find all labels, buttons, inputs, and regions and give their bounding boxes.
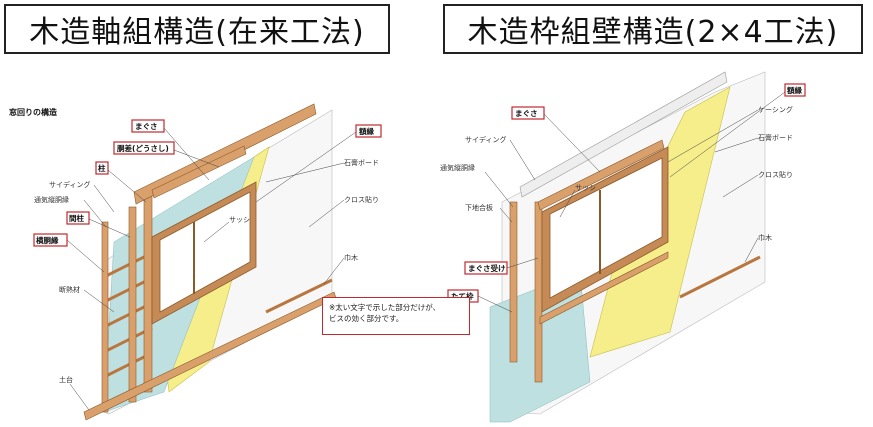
note-line-1: ※太い文字で示した部分だけが、 [329, 303, 441, 312]
label-dounuki: 胴差(どうさし) [116, 143, 169, 153]
label-tatewaku: たて枠 [451, 291, 474, 301]
label-shitaji: 下地合板 [465, 203, 493, 212]
stud-tatewaku-2 [534, 201, 543, 383]
note-box: ※太い文字で示した部分だけが、 ビスの効く部分です。 [322, 297, 470, 335]
label-casing: ケーシング [758, 105, 793, 114]
label-box-gakubuchi [355, 124, 382, 138]
label-mabashira: 間柱 [69, 213, 84, 223]
label-dannetsu: 断熱材 [59, 285, 80, 294]
label-sekko: 石膏ボード [344, 158, 379, 167]
label-gakubuchi: 額縁 [358, 126, 374, 136]
lintel-magusa-r [537, 139, 665, 211]
siding-r [519, 71, 728, 198]
stud-outer [101, 221, 109, 413]
label-sash: サッシ [229, 216, 250, 224]
diagram-wooden-frame: 窓回りの構造 まぐさ 胴差(どうさし) [4, 62, 434, 424]
sill-r [539, 251, 669, 325]
title-right: 木造枠組壁構造(2×4工法) [443, 4, 863, 54]
window-glass [159, 191, 251, 313]
label-box-magusa [131, 119, 165, 133]
label-magusa-uke: まぐさ受け [468, 263, 506, 273]
diagram-left-svg: 窓回りの構造 まぐさ 胴差(どうさし) [9, 103, 382, 421]
label-tsuki-dobuchi: 通気縦胴縁 [34, 195, 69, 204]
lintel-magusa [151, 145, 247, 199]
subtitle-window-structure: 窓回りの構造 [9, 107, 57, 117]
diagram-2x4-frame: まぐさ 額縁 ケーシング 石膏ボード クロス貼り 巾木 サイディング 通気縦胴縁… [440, 62, 869, 424]
label-cross: クロス貼り [344, 195, 379, 204]
label-cross-r: クロス貼り [758, 170, 793, 179]
title-left: 木造軸組構造(在来工法) [4, 4, 390, 54]
label-siding: サイディング [49, 180, 91, 189]
note-line-2: ビスの効く部分です。 [329, 314, 404, 323]
label-box-mabashira [66, 211, 90, 225]
label-sekko-r: 石膏ボード [758, 133, 793, 142]
label-magusa-r: まぐさ [515, 109, 538, 118]
label-habaki-r: 巾木 [758, 233, 772, 242]
window-glass-r [549, 157, 663, 299]
label-tsuki-dobuchi-r: 通気縦胴縁 [440, 163, 475, 172]
stud-mid [128, 206, 137, 403]
label-box-hashira [95, 161, 109, 175]
label-magusa: まぐさ [135, 122, 158, 131]
label-box-gakubuchi-r [784, 83, 806, 97]
stud-tatewaku-1 [509, 201, 518, 363]
label-yoko-dobuchi: 横胴縁 [36, 235, 59, 245]
column [143, 191, 153, 393]
diagram-right-svg: まぐさ 額縁 ケーシング 石膏ボード クロス貼り 巾木 サイディング 通気縦胴縁… [440, 71, 806, 423]
label-dodai: 土台 [59, 375, 73, 384]
baseboard-r [679, 255, 761, 299]
label-sash-r: サッシ [575, 184, 596, 192]
label-siding-r: サイディング [465, 135, 507, 144]
label-box-magusa-r [511, 106, 545, 120]
label-box-dounuki [113, 141, 175, 155]
label-hashira: 柱 [98, 163, 106, 173]
baseboard [265, 278, 333, 314]
label-gakubuchi-r: 額縁 [786, 85, 802, 95]
label-habaki: 巾木 [344, 253, 358, 262]
